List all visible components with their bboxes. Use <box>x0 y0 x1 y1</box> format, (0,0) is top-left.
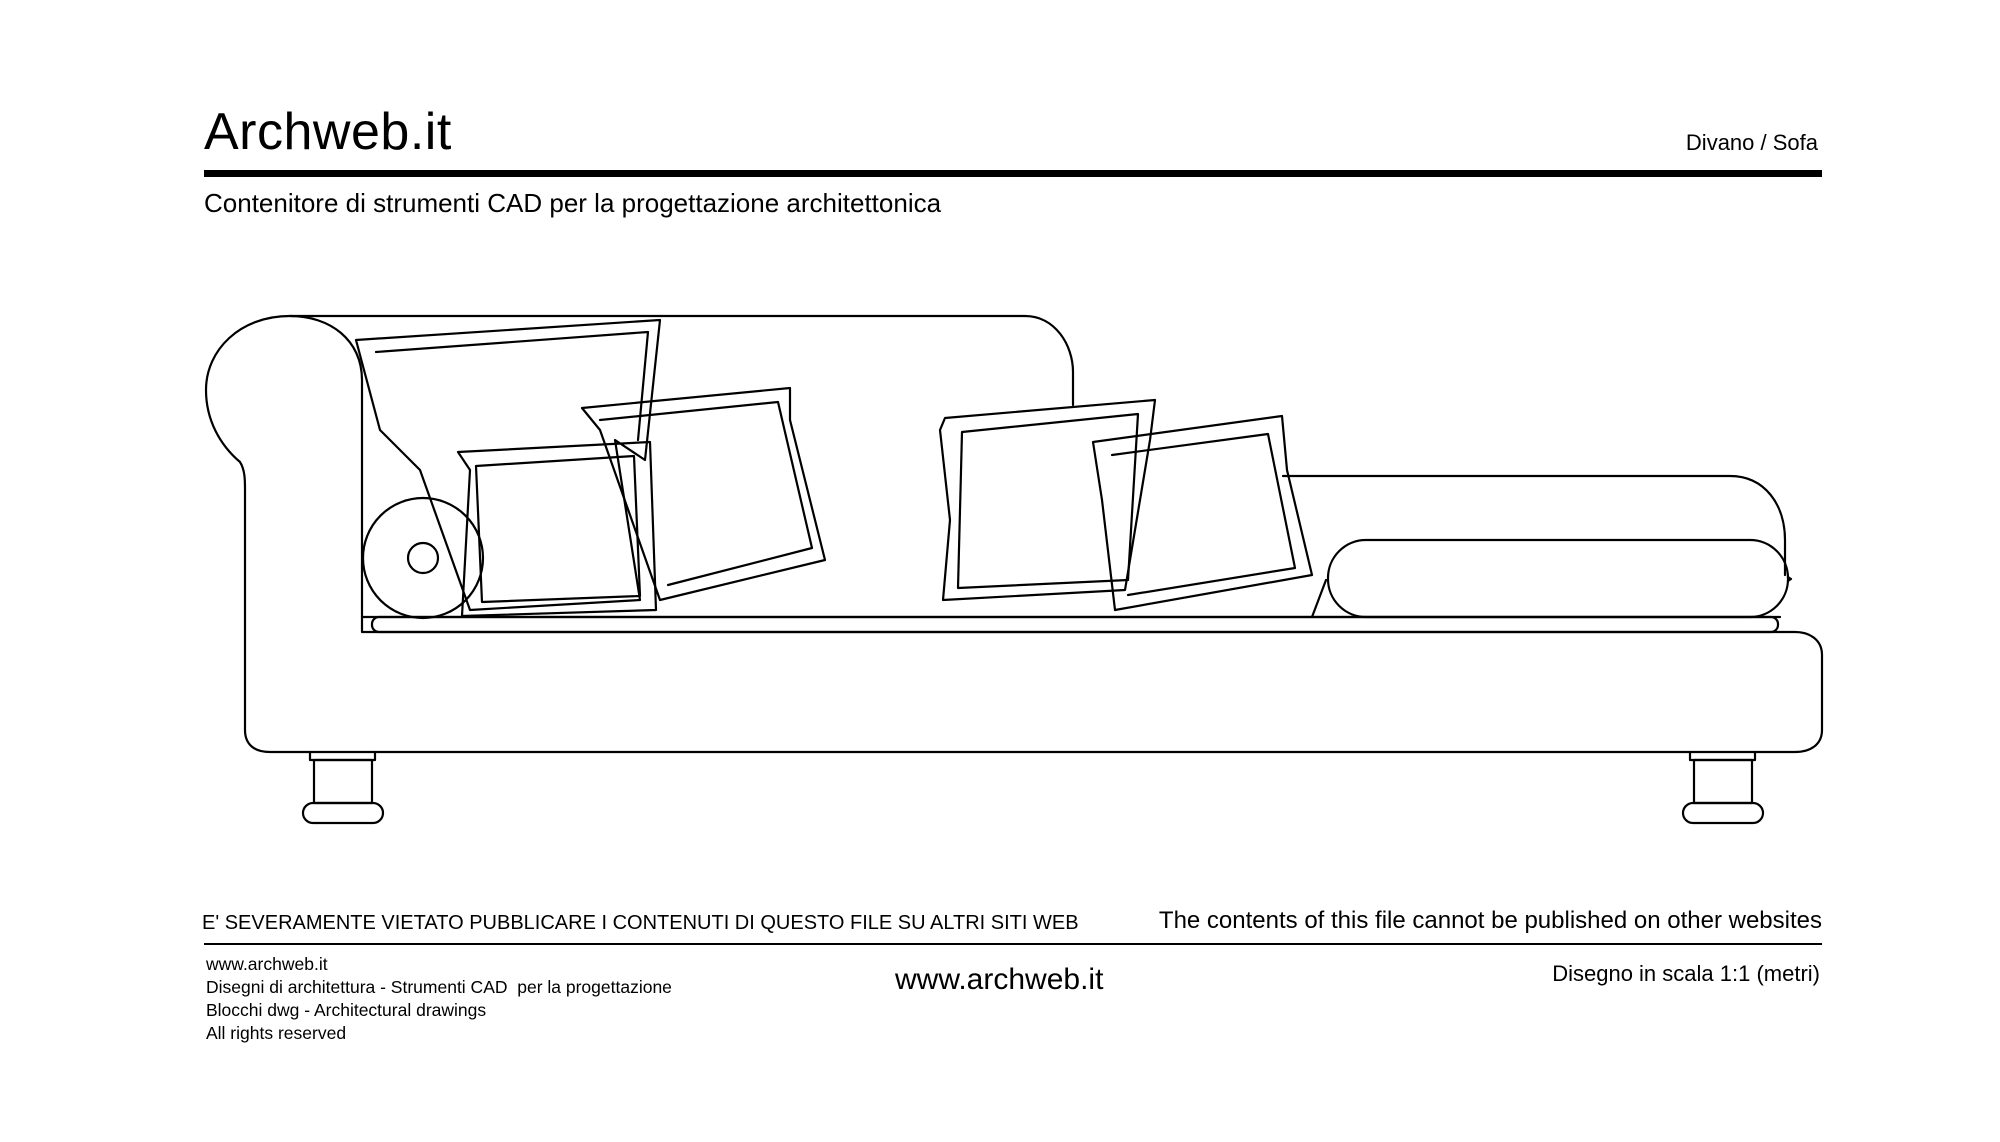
footer-info: www.archweb.it Disegni di architettura -… <box>206 953 672 1045</box>
sofa-arm-inner <box>288 314 1782 634</box>
copyright-notice-english: The contents of this file cannot be publ… <box>1158 907 1822 934</box>
roll-cushion-left-center <box>406 541 440 575</box>
footer-line-rights: All rights reserved <box>206 1023 347 1043</box>
pillow-back-large-inner <box>374 330 650 442</box>
scale-note: Disegno in scala 1:1 (metri) <box>1552 961 1820 986</box>
chaise-bolster <box>1326 538 1790 619</box>
pillow-right-b <box>1091 414 1314 612</box>
pillow-right-a-inner <box>956 412 1140 590</box>
drawing-category: Divano / Sofa <box>1685 130 1818 155</box>
pillow-middle-inner <box>598 400 814 587</box>
tagline: Contenitore di strumenti CAD per la prog… <box>204 188 942 218</box>
pillow-front-left <box>456 440 658 618</box>
pillow-front-left-inner <box>474 454 642 604</box>
copyright-notice-italian: E' SEVERAMENTE VIETATO PUBBLICARE I CONT… <box>202 912 1079 934</box>
pillow-right-a <box>938 398 1157 602</box>
footer-line-blocks: Blocchi dwg - Architectural drawings <box>206 1000 487 1020</box>
pillow-right-b-inner <box>1110 432 1297 597</box>
footer-url: www.archweb.it <box>895 963 1104 996</box>
sofa-body-outline <box>204 314 1824 754</box>
brand-logo-text: Archweb.it <box>204 103 452 161</box>
sofa-foot-right <box>1681 750 1765 825</box>
chaise-bolster-tie <box>1310 575 1793 619</box>
seat-rail <box>370 615 1780 634</box>
footer-divider <box>204 943 1822 945</box>
pillow-back-large <box>354 318 662 612</box>
pillow-middle <box>580 386 827 602</box>
sofa-foot-left <box>301 750 385 825</box>
footer-line-description: Disegni di architettura - Strumenti CAD … <box>206 977 672 997</box>
chaise-back <box>1281 474 1787 577</box>
header-divider <box>204 170 1822 177</box>
roll-cushion-left <box>361 496 485 620</box>
footer-line-site: www.archweb.it <box>206 954 328 974</box>
